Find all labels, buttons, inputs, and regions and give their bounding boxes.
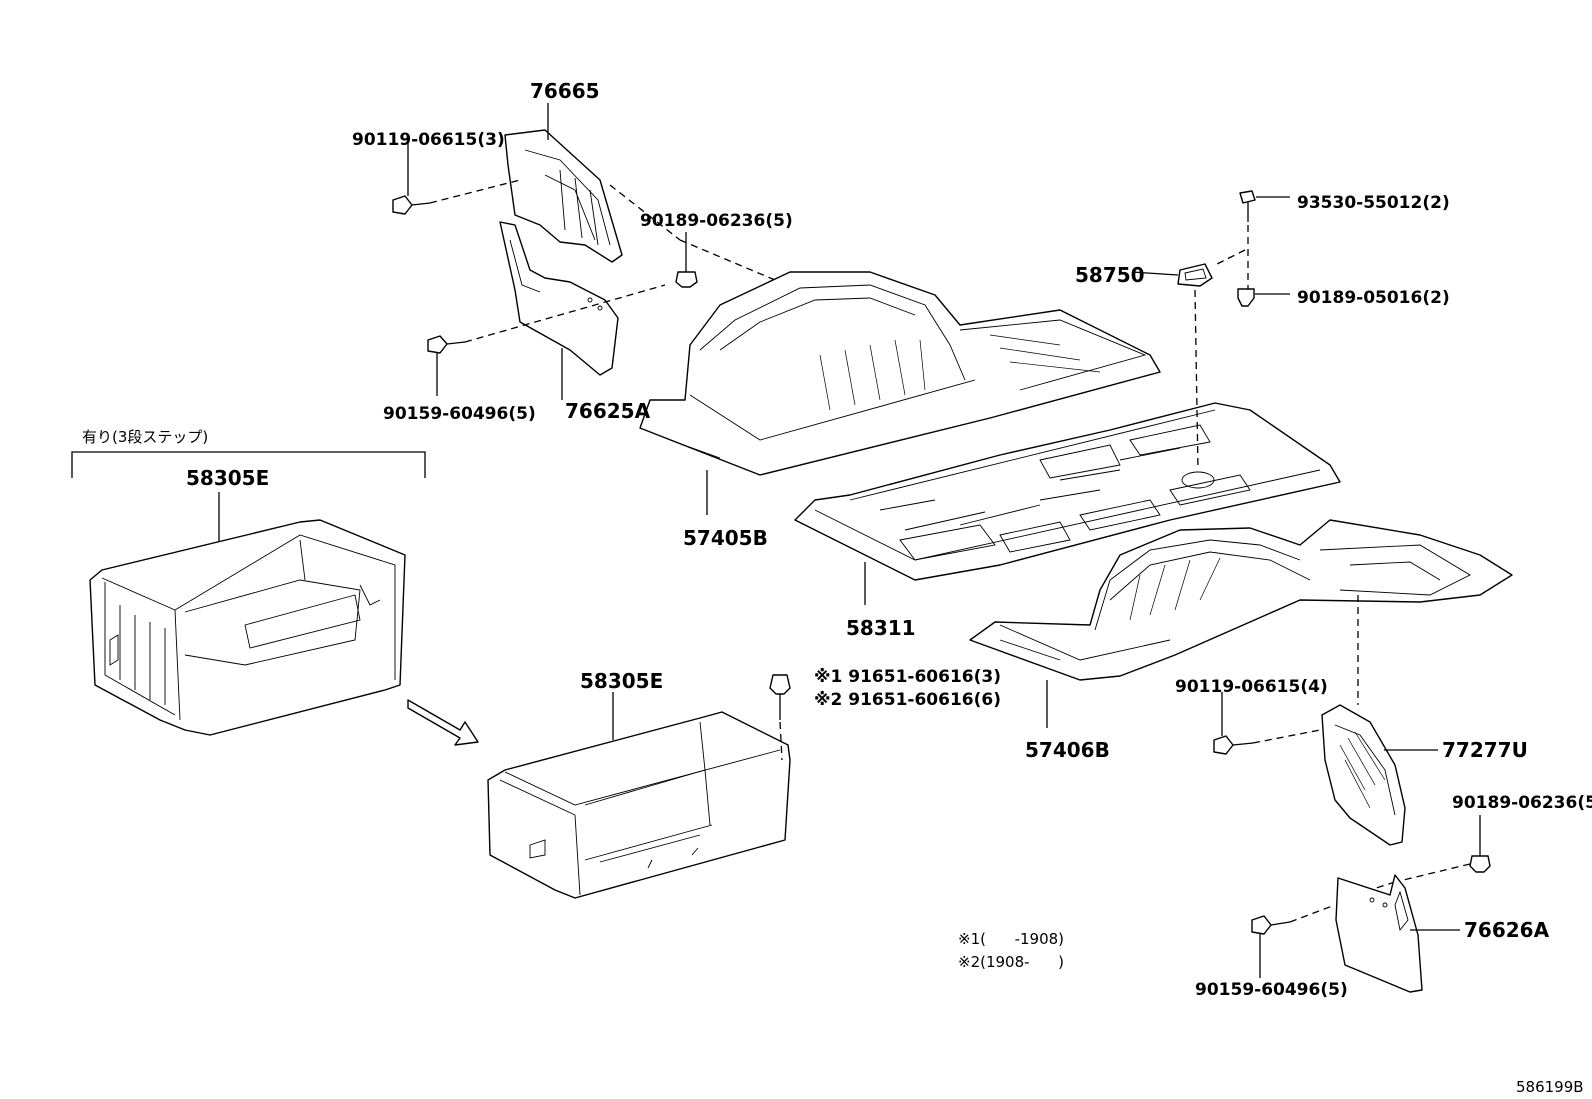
part-76626A-mudguard	[1335, 874, 1423, 993]
group-heading: 有り(3段ステップ)	[82, 428, 208, 446]
bolt-icon	[1251, 915, 1291, 935]
label-58305E: 58305E	[580, 669, 663, 693]
footnote-2: ※2(1908- )	[958, 953, 1064, 971]
part-76665-shield	[504, 129, 623, 263]
label-91651-note1: ※1 91651-60616(3)	[814, 667, 1001, 687]
diagram-id: 586199B	[1516, 1078, 1584, 1096]
part-57405B-wheelhouse	[639, 271, 1161, 476]
part-58750-grommet	[1177, 263, 1213, 287]
label-58305E-step: 58305E	[186, 466, 269, 490]
clip-icon	[1237, 288, 1255, 307]
label-76625A: 76625A	[565, 399, 651, 423]
clip-icon	[675, 271, 698, 288]
part-58305E-storage-tray-with-step	[89, 519, 406, 736]
footnote-1: ※1( -1908)	[958, 930, 1064, 948]
label-90159-left: 90159-60496(5)	[383, 404, 536, 424]
screw-icon	[1239, 190, 1256, 222]
label-57405B: 57405B	[683, 526, 768, 550]
label-90119-4: 90119-06615(4)	[1175, 677, 1328, 697]
label-90189-05016: 90189-05016(2)	[1297, 288, 1450, 308]
label-90189-right: 90189-06236(5)	[1452, 793, 1592, 813]
label-58311: 58311	[846, 616, 916, 640]
part-57406B-wheelhouse	[969, 519, 1513, 681]
part-58305E-storage-tray	[487, 711, 791, 899]
part-76625A-mudguard	[499, 221, 619, 376]
label-77277U: 77277U	[1442, 738, 1528, 762]
clip-icon	[1469, 855, 1491, 873]
label-58750: 58750	[1075, 263, 1145, 287]
group-bracket	[71, 451, 426, 478]
bolt-icon	[427, 335, 466, 354]
label-91651-note2: ※2 91651-60616(6)	[814, 690, 1001, 710]
label-76665: 76665	[530, 79, 600, 103]
part-58311-floor-panel	[794, 402, 1341, 581]
bolt-icon	[1213, 735, 1254, 755]
label-76626A: 76626A	[1464, 918, 1550, 942]
bolt-icon	[769, 674, 791, 720]
label-57406B: 57406B	[1025, 738, 1110, 762]
label-90189-top: 90189-06236(5)	[640, 211, 793, 231]
bolt-icon	[392, 195, 431, 215]
arrow-icon	[407, 699, 479, 746]
label-90159-right: 90159-60496(5)	[1195, 980, 1348, 1000]
label-90119-3: 90119-06615(3)	[352, 130, 505, 150]
part-77277U-shield	[1321, 704, 1406, 846]
label-93530: 93530-55012(2)	[1297, 193, 1450, 213]
